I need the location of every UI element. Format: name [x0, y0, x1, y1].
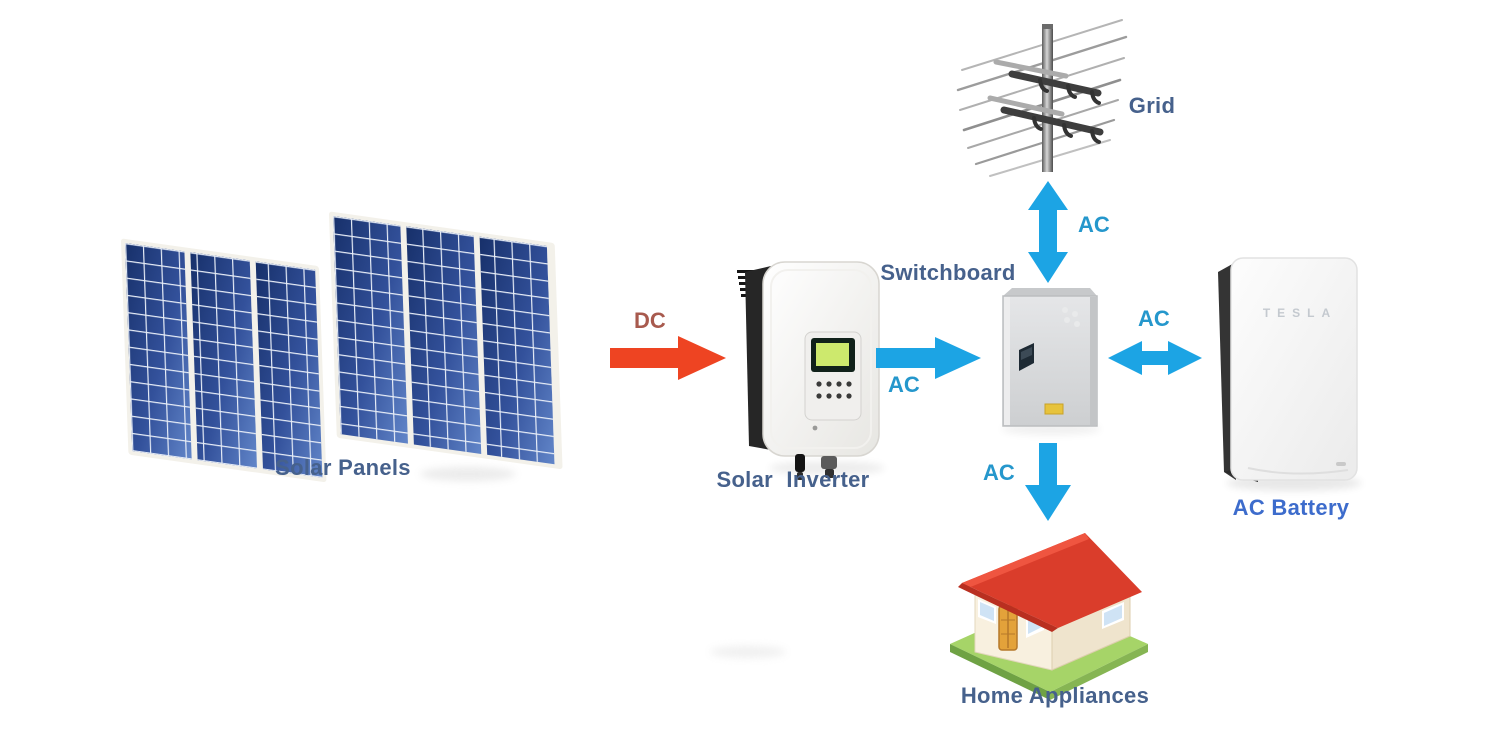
solar-panels-icon: [121, 211, 563, 482]
solar-inverter-icon: [737, 261, 885, 480]
ac-battery-label: AC Battery: [1232, 495, 1350, 520]
ac-flow-label-grid: AC: [1078, 212, 1110, 237]
home-appliances-icon: [950, 533, 1148, 700]
ac-arrow-switchboard-battery: [1108, 341, 1202, 375]
ac-arrow-grid-switchboard: [1028, 181, 1068, 283]
ac-flow-label-inverter: AC: [888, 372, 920, 397]
solar-panels-label: Solar Panels: [275, 455, 411, 480]
grid-label: Grid: [1128, 93, 1176, 118]
switchboard-label: Switchboard: [880, 260, 1016, 285]
ac-flow-label-battery: AC: [1138, 306, 1170, 331]
tesla-wordmark: TESLA: [1262, 306, 1338, 320]
shadow-smudges: [420, 467, 786, 658]
dc-arrow: [610, 336, 726, 380]
switchboard-icon: [1001, 288, 1101, 435]
home-appliances-label: Home Appliances: [960, 683, 1150, 708]
grid-icon: [956, 19, 1128, 177]
ac-flow-label-home: AC: [983, 460, 1015, 485]
ac-battery-icon: [1218, 257, 1362, 491]
dc-flow-label: DC: [634, 308, 666, 333]
ac-arrow-switchboard-home: [1025, 443, 1071, 521]
ac-arrow-inverter-switchboard: [876, 337, 981, 379]
solar-inverter-label: Solar Inverter: [716, 467, 870, 492]
